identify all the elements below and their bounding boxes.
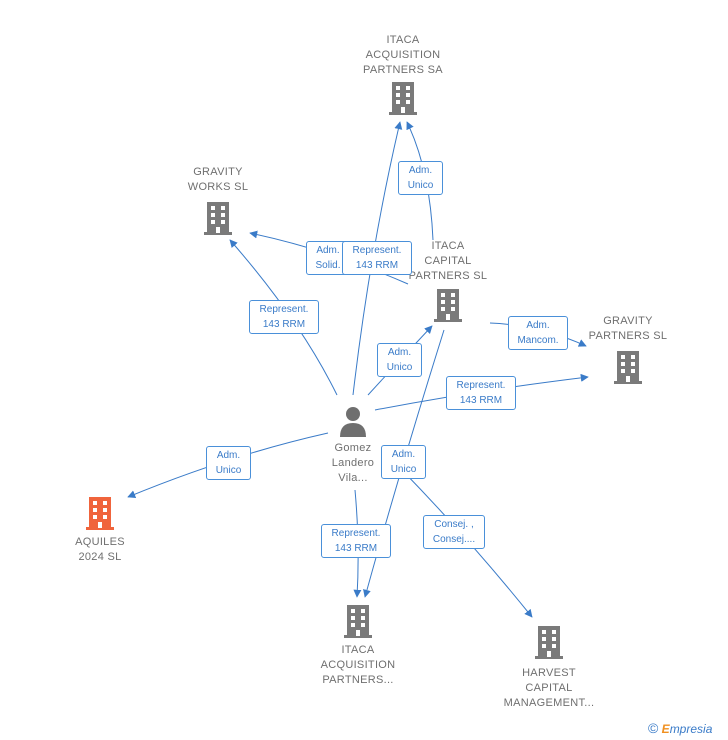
edge-label-represent-bottom[interactable]: Represent. 143 RRM xyxy=(321,524,391,558)
edge-label-adm-unico-top[interactable]: Adm. Unico xyxy=(398,161,443,195)
edge-label-represent-top[interactable]: Represent. 143 RRM xyxy=(342,241,412,275)
node-gravity-partners[interactable]: GRAVITY PARTNERS SL xyxy=(578,314,678,385)
empresia-watermark: © Empresia xyxy=(648,720,712,736)
node-label: GRAVITY PARTNERS SL xyxy=(588,315,668,342)
building-icon xyxy=(434,289,462,322)
edge-label-consej[interactable]: Consej. , Consej.... xyxy=(423,515,485,549)
node-itaca-capital[interactable]: ITACA CAPITAL PARTNERS SL xyxy=(398,239,498,323)
node-label: Gomez Landero Vila... xyxy=(331,442,375,484)
node-person-gomez[interactable]: Gomez Landero Vila... xyxy=(313,405,393,486)
edge-label-represent-gravity[interactable]: Represent. 143 RRM xyxy=(446,376,516,410)
building-icon xyxy=(204,202,232,235)
node-itaca-acquisition-top[interactable]: ITACA ACQUISITION PARTNERS SA xyxy=(348,33,458,116)
node-label: ITACA ACQUISITION PARTNERS SA xyxy=(363,34,443,76)
building-icon xyxy=(389,82,417,115)
brand-initial: E xyxy=(661,722,670,736)
node-label: ITACA ACQUISITION PARTNERS... xyxy=(320,644,396,686)
node-label: ITACA CAPITAL PARTNERS SL xyxy=(408,240,488,282)
node-label: HARVEST CAPITAL MANAGEMENT... xyxy=(503,667,595,709)
edge-label-adm-unico-capital[interactable]: Adm. Unico xyxy=(377,343,422,377)
edge-label-adm-mancom[interactable]: Adm. Mancom. xyxy=(508,316,568,350)
node-gravity-works[interactable]: GRAVITY WORKS SL xyxy=(168,165,268,236)
node-label: GRAVITY WORKS SL xyxy=(187,166,249,193)
person-icon xyxy=(340,407,366,437)
node-itaca-acquisition-bottom[interactable]: ITACA ACQUISITION PARTNERS... xyxy=(303,603,413,688)
building-icon xyxy=(614,351,642,384)
building-icon xyxy=(535,626,563,659)
building-icon xyxy=(86,497,114,530)
brand-name: mpresia xyxy=(669,722,713,736)
copyright-icon: © xyxy=(648,720,659,736)
node-harvest[interactable]: HARVEST CAPITAL MANAGEMENT... xyxy=(494,624,604,711)
edge-label-adm-unico-bottom[interactable]: Adm. Unico xyxy=(381,445,426,479)
building-icon xyxy=(344,605,372,638)
edge-label-represent-works[interactable]: Represent. 143 RRM xyxy=(249,300,319,334)
edge-label-adm-unico-aquiles[interactable]: Adm. Unico xyxy=(206,446,251,480)
node-label: AQUILES 2024 SL xyxy=(75,536,125,563)
node-aquiles[interactable]: AQUILES 2024 SL xyxy=(55,495,145,565)
